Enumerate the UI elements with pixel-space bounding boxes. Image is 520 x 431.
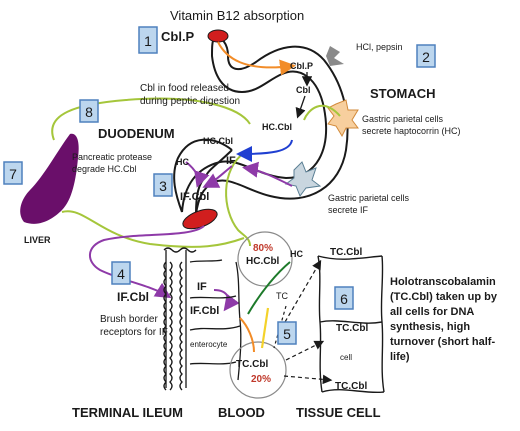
label-if-ileum: IF <box>197 281 207 293</box>
label-gastric-if: Gastric parietal cells secrete IF <box>328 193 412 215</box>
step-box-5: 5 <box>277 321 297 345</box>
step-number: 4 <box>117 266 125 282</box>
tissue-cell-outline <box>317 255 385 394</box>
label-blood: BLOOD <box>218 405 265 420</box>
label-pancreatic: Pancreatic protease degrade HC.Cbl <box>72 152 155 174</box>
holo-line6: life) <box>390 351 410 363</box>
step-number: 1 <box>144 33 152 49</box>
holo-line1: Holotranscobalamin <box>390 276 496 288</box>
label-brush-border: Brush border receptors for IF <box>100 314 168 338</box>
blood-circle-top <box>237 231 293 287</box>
cbl-to-hccbl-arrow <box>295 95 306 119</box>
step-box-2: 2 <box>416 44 436 68</box>
pancreatic-line2: degrade HC.Cbl <box>72 164 137 174</box>
pepsin-cell <box>326 46 344 66</box>
step-number: 7 <box>9 166 17 182</box>
diagram-title: Vitamin B12 absorption <box>170 8 304 23</box>
label-tc-cbl-tissue-top: TC.Cbl <box>330 247 362 258</box>
hc-parietal-cell <box>327 99 359 138</box>
dark-green-hc-arrow <box>247 261 291 315</box>
holo-line3: all cells for DNA <box>390 306 474 318</box>
step-box-3: 3 <box>153 173 173 197</box>
label-tissue-cell: TISSUE CELL <box>296 405 381 420</box>
green-hc-blood-path <box>225 151 251 247</box>
label-cell: cell <box>340 353 352 362</box>
step-box-1: 1 <box>138 26 158 54</box>
label-pct-80: 80% <box>253 243 273 254</box>
step-box-8: 8 <box>79 99 99 123</box>
label-if: IF <box>226 155 236 167</box>
label-if-cbl-entero: IF.Cbl <box>190 305 219 317</box>
liver-shape <box>20 133 79 224</box>
label-terminal-ileum: TERMINAL ILEUM <box>72 405 183 420</box>
step-number: 6 <box>340 291 348 307</box>
cbl-released-line2: during peptic digestion <box>140 96 240 107</box>
holo-line4: synthesis, high <box>390 321 470 333</box>
label-hc-cbl-blood: HC.Cbl <box>246 256 280 267</box>
label-tc-cbl-tissue-bot: TC.Cbl <box>335 381 367 392</box>
purple-hc-to-ifcbl <box>185 161 210 188</box>
label-duodenum: DUODENUM <box>98 126 175 141</box>
label-tc-cbl-blood: TC.Cbl <box>236 359 268 370</box>
label-gastric-hc: Gastric parietal cells secrete haptocorr… <box>362 114 461 136</box>
gastric-hc-line1: Gastric parietal cells <box>362 114 444 124</box>
blood-circle-bottom <box>229 341 287 399</box>
label-tc-cbl-tissue-mid: TC.Cbl <box>336 323 368 334</box>
orange-path <box>217 41 296 76</box>
label-if-cbl-duod: IF.Cbl <box>180 191 209 203</box>
if-parietal-cell <box>284 161 322 198</box>
gastric-hc-line2: secrete haptocorrin (HC) <box>362 126 461 136</box>
cbl-released-line1: Cbl in food released <box>140 83 229 94</box>
step-number: 8 <box>85 104 93 120</box>
label-cbl-stomach: Cbl <box>296 85 311 95</box>
gastric-if-line2: secrete IF <box>328 205 369 215</box>
step-box-6: 6 <box>334 286 354 310</box>
pancreatic-line1: Pancreatic protease <box>72 152 152 162</box>
label-enterocyte: enterocyte <box>190 340 228 349</box>
green-liver-path <box>51 97 251 141</box>
step-number: 2 <box>422 49 430 65</box>
step-number: 3 <box>159 178 167 194</box>
purple-ileum-if <box>213 289 240 312</box>
label-pct-20: 20% <box>251 374 271 385</box>
label-hcl-pepsin: HCl, pepsin <box>356 42 403 52</box>
mouth-ellipse <box>207 29 229 43</box>
step-box-7: 7 <box>3 161 23 185</box>
holo-line5: turnover (short half- <box>390 336 495 348</box>
label-hc-cbl-duod: HC.Cbl <box>203 136 233 146</box>
label-holo: Holotranscobalamin (TC.Cbl) taken up by … <box>390 276 500 363</box>
orange-tc-line <box>239 317 255 353</box>
label-cbl-released: Cbl in food released during peptic diges… <box>140 83 240 107</box>
label-liver: LIVER <box>24 235 51 245</box>
holo-line2: (TC.Cbl) taken up by <box>390 291 498 303</box>
label-hc-cbl-stomach: HC.Cbl <box>262 122 292 132</box>
green-liver-blood-path <box>61 210 245 248</box>
label-cbl-p-stomach: Cbl.P <box>290 61 313 71</box>
purple-long-path <box>89 225 205 299</box>
green-hc-curve <box>303 104 341 121</box>
enterocyte-cells <box>189 259 242 381</box>
label-cbl-p-mouth: Cbl.P <box>161 29 195 44</box>
brush-border-line2: receptors for IF <box>100 327 168 338</box>
label-hc: HC <box>176 157 189 167</box>
step-number: 5 <box>283 326 291 342</box>
yellow-tc-line <box>260 307 270 349</box>
blue-hccbl-curve <box>236 139 293 162</box>
dashed-arrow-bottom <box>283 374 333 385</box>
label-stomach: STOMACH <box>370 86 435 101</box>
brush-border-line1: Brush border <box>100 314 158 325</box>
label-if-cbl-ileum: IF.Cbl <box>117 290 149 304</box>
gastric-if-line1: Gastric parietal cells <box>328 193 410 203</box>
purple-if-duod <box>242 161 293 187</box>
ileum-villi <box>163 247 197 391</box>
label-tc: TC <box>276 291 288 301</box>
tc-to-blood-arrow <box>273 305 287 349</box>
label-hc-blood: HC <box>290 249 303 259</box>
step-box-4: 4 <box>111 261 131 285</box>
